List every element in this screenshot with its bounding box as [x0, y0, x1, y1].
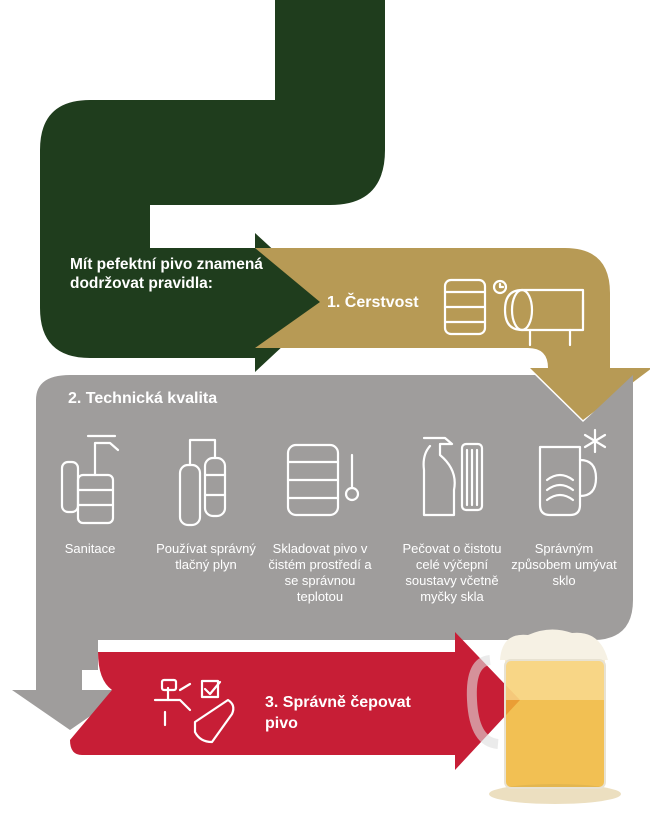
intro-text: Mít pefektní pivo znamená dodržovat prav…	[70, 256, 263, 292]
red-arrow	[70, 632, 520, 770]
item-label-cleaning: Pečovat o čistotu celé výčepní soustavy …	[402, 541, 502, 604]
item-label-sanitation: Sanitace	[64, 541, 116, 556]
beer-glass-icon	[466, 629, 621, 804]
step3-title: 3. Správně čepovat pivo	[265, 694, 411, 732]
item-label-gas: Používat správný tlačný plyn	[156, 541, 256, 572]
step2-title: 2. Technická kvalita	[68, 390, 218, 407]
item-label-glass-wash: Správným způsobem umývat sklo	[511, 541, 617, 588]
step1-title: 1. Čerstvost	[327, 294, 419, 311]
item-label-storage: Skladovat pivo v čistém prostředí a se s…	[268, 541, 372, 604]
